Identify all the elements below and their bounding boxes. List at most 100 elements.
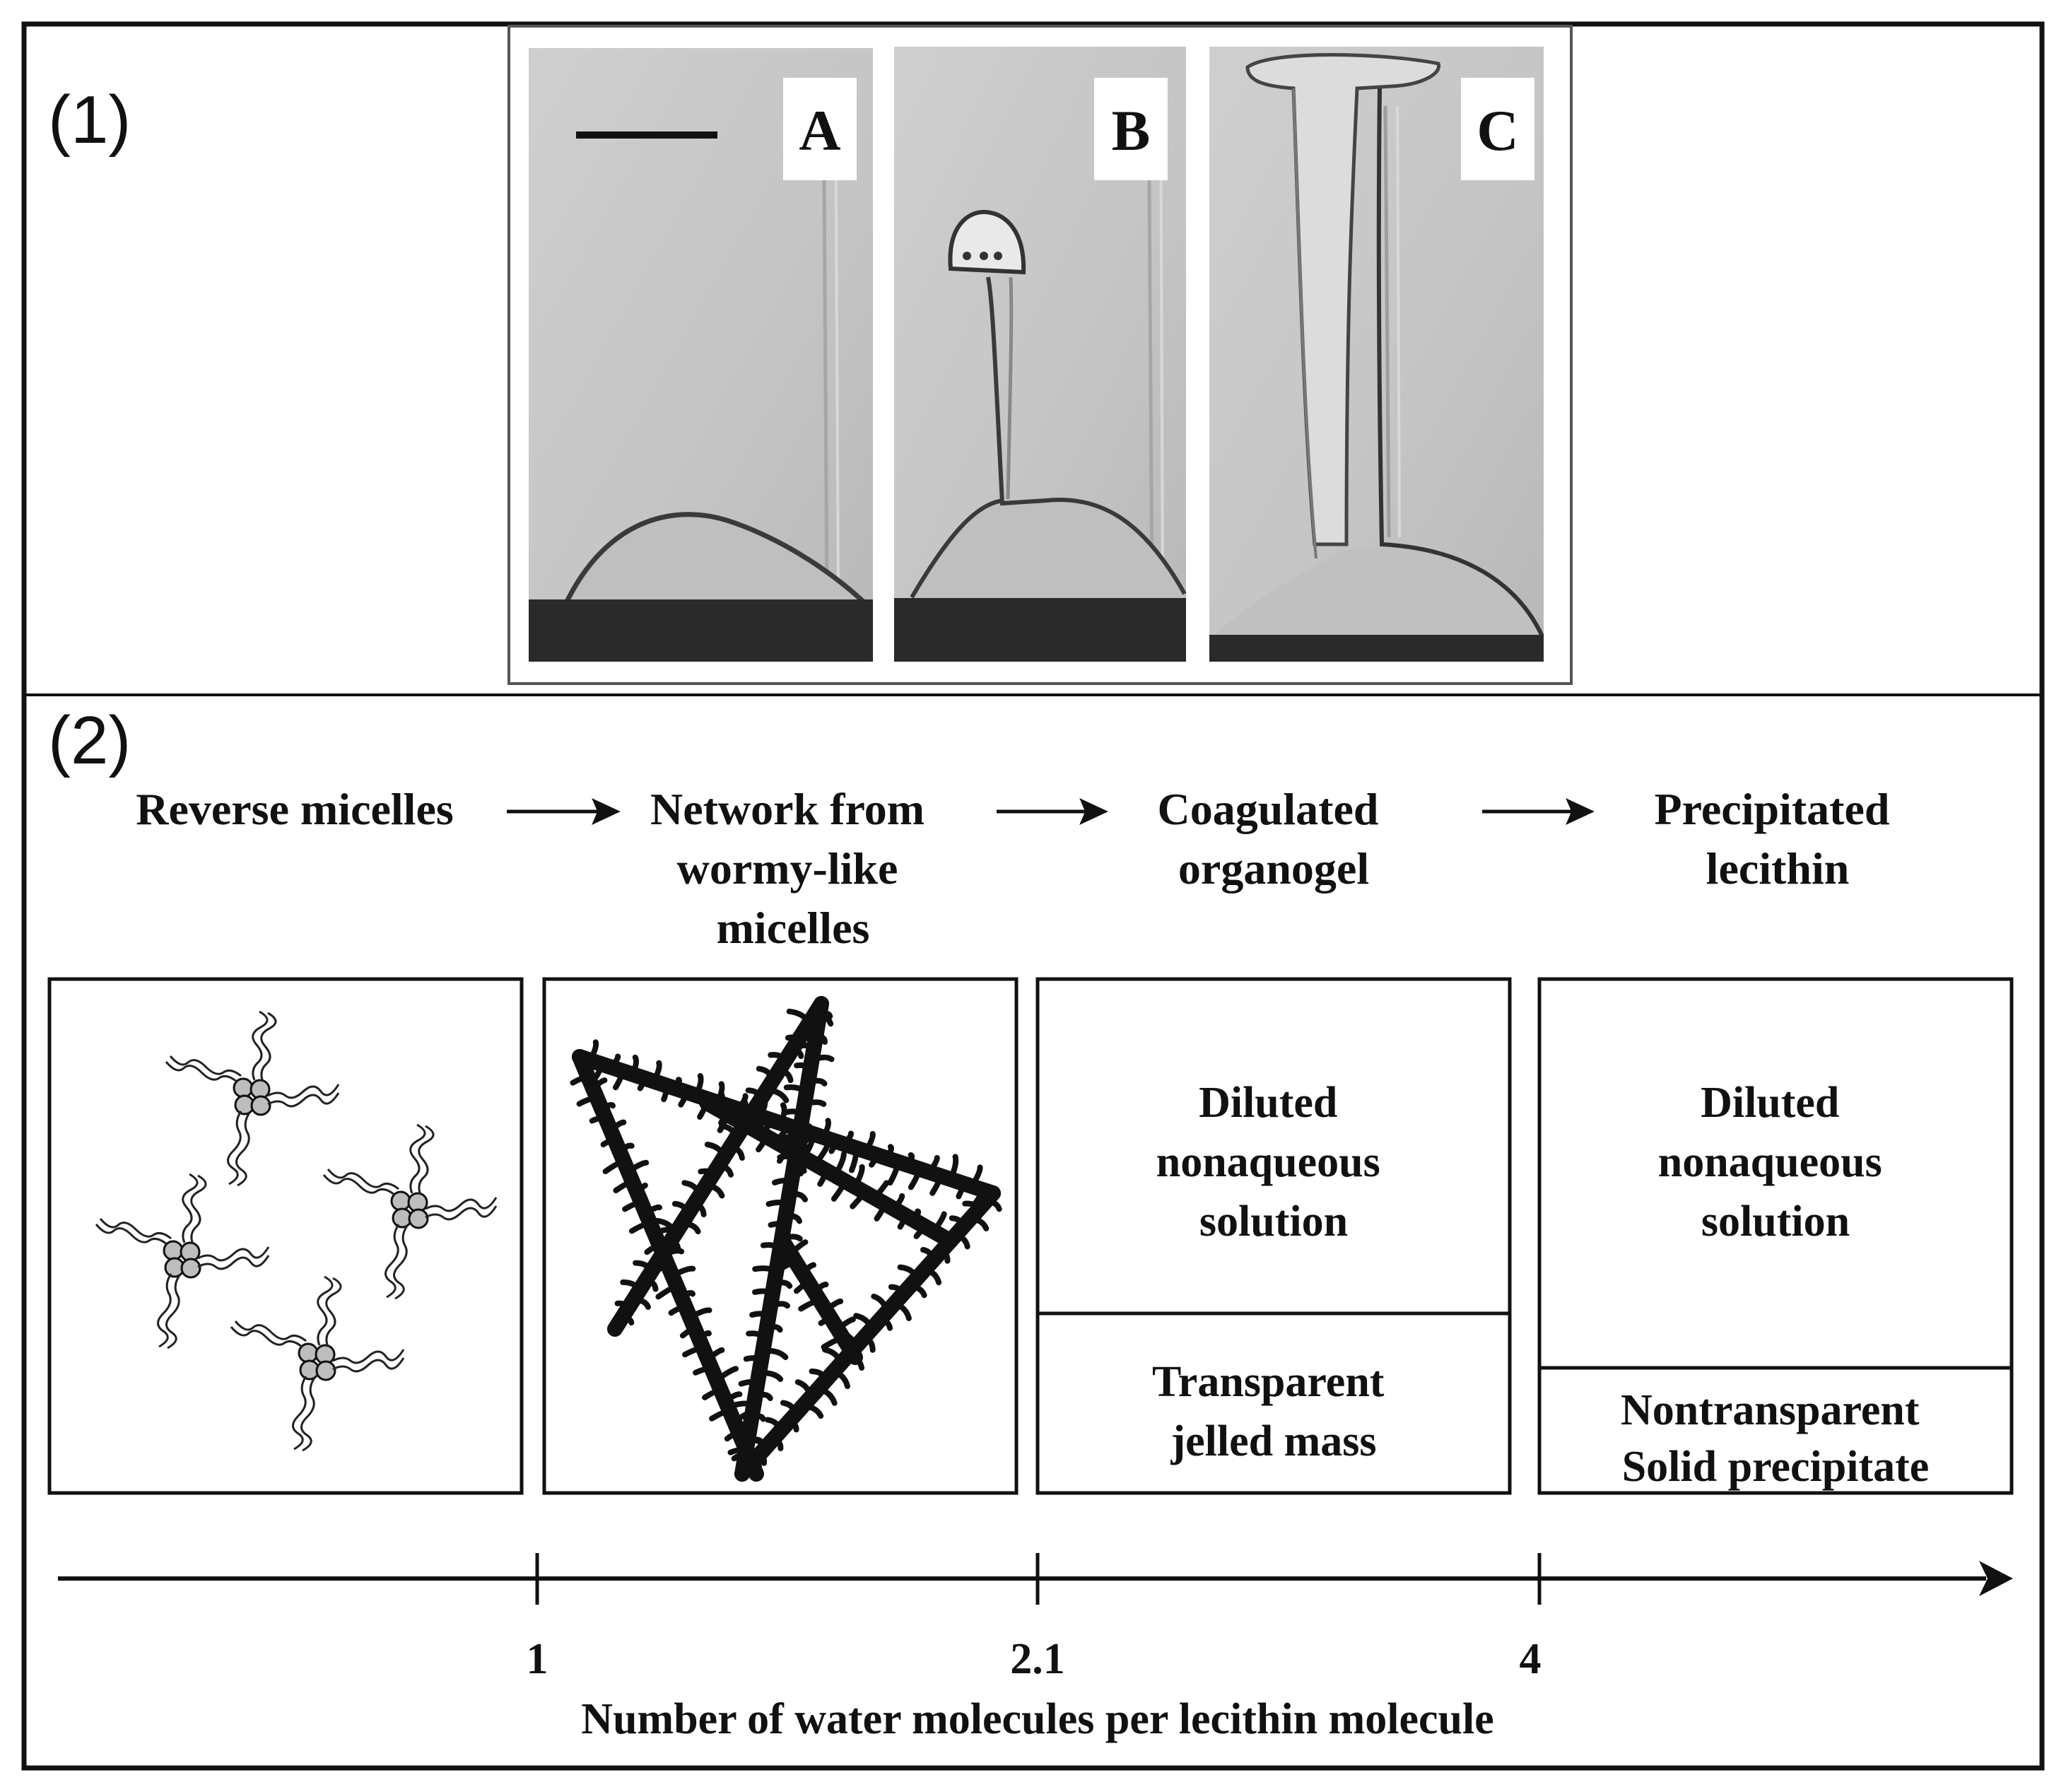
network-twig — [637, 1074, 647, 1091]
network-twig — [717, 1111, 730, 1133]
network-twig — [869, 1152, 880, 1168]
network-twig — [809, 1368, 829, 1383]
network-twig — [800, 1021, 821, 1029]
network-twig — [765, 1417, 783, 1434]
network-twig — [949, 1215, 965, 1231]
network-twig — [920, 1247, 935, 1265]
network-twig — [727, 1144, 745, 1161]
network-twig — [752, 1265, 779, 1275]
photo-a: A — [529, 48, 874, 662]
network-twig — [780, 1260, 799, 1270]
network-twig — [952, 1233, 970, 1250]
arrow-3 — [1482, 797, 1595, 826]
network-twig — [669, 1265, 696, 1279]
network-twig — [863, 1131, 876, 1154]
network-twig — [934, 1233, 951, 1248]
network-twig — [756, 1370, 784, 1382]
network-twig — [760, 1242, 783, 1253]
network-twig — [655, 1217, 679, 1236]
network-twig — [929, 1173, 944, 1196]
network-twig — [734, 1422, 753, 1432]
organogel-bottom-text: Transparent jelled mass — [1152, 1358, 1395, 1465]
network-twig — [823, 1298, 844, 1313]
network-twig — [775, 1067, 794, 1084]
network-twig — [830, 1369, 850, 1389]
network-twig — [749, 1413, 766, 1422]
network-twig — [613, 1067, 626, 1091]
network-twig — [672, 1077, 682, 1091]
arrow-2 — [997, 797, 1108, 826]
network-twig — [678, 1089, 689, 1108]
network-twig — [628, 1220, 653, 1234]
network-drawing — [570, 996, 1002, 1482]
organogel-top-text: Diluted nonaqueous solution — [1156, 1079, 1392, 1246]
network-twig — [581, 1059, 595, 1070]
network-twig — [618, 1316, 635, 1326]
network-twig — [770, 1436, 784, 1451]
network-twig — [768, 1221, 787, 1231]
network-twig — [651, 1243, 667, 1255]
network-twig — [738, 1378, 761, 1388]
network-twig — [822, 1347, 844, 1366]
network-twig — [812, 1142, 831, 1168]
network-twig — [832, 1151, 847, 1178]
network-twig — [695, 1330, 712, 1342]
network-twig — [607, 1119, 627, 1133]
network-twig — [805, 1077, 828, 1087]
stage-reverse-micelles: Reverse micelles — [136, 784, 454, 834]
box-precipitate: Diluted nonaqueous solution Nontranspare… — [1537, 977, 2014, 1495]
network-twig — [733, 1122, 749, 1144]
network-twig — [634, 1182, 648, 1195]
network-twig — [771, 1279, 793, 1289]
network-twig — [792, 1042, 817, 1052]
network-twig — [702, 1387, 724, 1400]
network-twig — [679, 1325, 698, 1339]
network-twig — [982, 1198, 1002, 1212]
network-twig — [593, 1060, 604, 1080]
network-twig — [772, 1178, 794, 1186]
network-twig — [783, 1084, 809, 1096]
network-twig — [599, 1102, 616, 1112]
network-twig — [655, 1283, 680, 1300]
network-twig — [846, 1338, 866, 1351]
network-twig — [816, 1010, 833, 1019]
network-twig — [967, 1216, 990, 1231]
network-twig — [727, 1446, 749, 1456]
network-twig — [722, 1391, 743, 1404]
network-twig — [667, 1240, 681, 1253]
network-twig — [763, 1324, 783, 1333]
network-twig — [600, 1137, 618, 1147]
network-twig — [884, 1144, 894, 1161]
network-twig — [797, 1156, 809, 1177]
network-twig — [753, 1111, 765, 1134]
network-twig — [786, 1008, 812, 1026]
network-twig — [845, 1352, 865, 1371]
network-twig — [852, 1164, 865, 1190]
network-twig — [698, 1168, 715, 1179]
network-twig — [682, 1345, 706, 1358]
network-twig — [849, 1144, 859, 1173]
panel-2-label: (2) — [48, 703, 131, 778]
network-twig — [651, 1060, 662, 1084]
network-twig — [815, 1386, 838, 1406]
network-twig — [828, 1137, 838, 1154]
precipitate-top-text: Diluted nonaqueous solution — [1658, 1079, 1894, 1246]
water-ratio-axis: 1 2.1 4 Number of water molecules per le… — [58, 1553, 2013, 1743]
network-twig — [830, 1178, 848, 1202]
network-twig — [687, 1307, 712, 1320]
axis-label: Number of water molecules per lecithin m… — [581, 1695, 1493, 1743]
network-twig — [678, 1290, 695, 1300]
network-twig — [780, 1133, 802, 1142]
network-twig — [948, 1154, 959, 1183]
stage-precipitated-lecithin: Precipitated lecithin — [1655, 784, 1901, 894]
network-twig — [620, 1279, 642, 1294]
network-twig — [587, 1039, 599, 1063]
network-twig — [799, 1262, 816, 1275]
network-twig — [871, 1294, 890, 1316]
network-twig — [792, 1135, 811, 1156]
network-twig — [752, 1288, 775, 1298]
panel-1-label: (1) — [48, 82, 131, 158]
network-twig — [897, 1212, 908, 1230]
network-twig — [630, 1054, 640, 1077]
